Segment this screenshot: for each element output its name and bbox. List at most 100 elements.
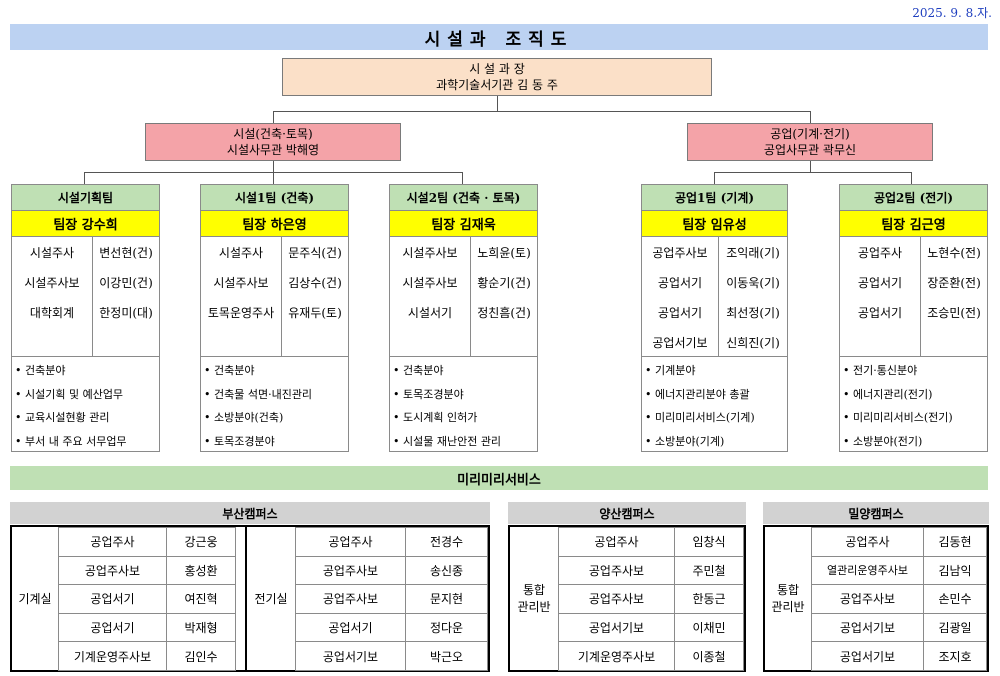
member-rank: 토목운영주사	[207, 305, 275, 320]
team-card: 공업1팀 (기계) 팀장 임유성 공업주사보 공업서기 공업서기 공업서기보 조…	[641, 184, 788, 452]
duty-item: • 건축물 석면·내진관리	[204, 387, 313, 401]
member-rank: 시설주사보	[402, 275, 458, 290]
staff-rank: 공업주사	[811, 527, 924, 557]
member-rank: 공업서기	[857, 305, 903, 320]
staff-name: 박근오	[405, 641, 488, 671]
team-members: 공업주사 공업서기 공업서기 노현수(전) 장준환(전) 조승민(전)	[840, 237, 987, 357]
member-name: 이동욱(기)	[726, 275, 780, 290]
duty-item: • 에너지관리분야 총괄	[645, 387, 750, 401]
staff-rank: 공업서기	[58, 584, 167, 614]
team-members: 시설주사 시설주사보 대학회계 변선현(건) 이강민(건) 한정미(대)	[12, 237, 159, 357]
date-label: 2025. 9. 8.자.	[912, 6, 992, 20]
staff-name: 홍성환	[166, 555, 236, 586]
member-divider	[718, 237, 719, 357]
member-name: 노현수(전)	[927, 245, 981, 260]
staff-rank: 공업주사보	[295, 555, 406, 586]
staff-name: 주민철	[674, 555, 744, 586]
member-name: 문주식(건)	[288, 245, 342, 260]
group-label-line: 관리반	[771, 599, 805, 614]
team-name: 공업2팀 (전기)	[840, 185, 987, 211]
staff-rank: 기계운영주사보	[558, 641, 675, 671]
staff-rank: 공업서기보	[811, 641, 924, 671]
member-rank: 시설주사보	[402, 245, 458, 260]
campus-name: 양산캠퍼스	[508, 502, 746, 524]
duty-item: • 시설물 재난안전 관리	[393, 434, 502, 448]
staff-name: 김광일	[923, 612, 987, 643]
member-name: 신희진(기)	[726, 335, 780, 350]
member-rank: 시설주사보	[24, 275, 80, 290]
staff-name: 박재형	[166, 612, 236, 643]
group-divider	[245, 527, 247, 670]
duty-item: • 교육시설현황 관리	[15, 411, 110, 424]
member-name: 유재두(토)	[288, 305, 342, 320]
member-rank: 공업서기	[657, 275, 703, 290]
duty-item: • 건축분야	[15, 364, 66, 377]
duty-item: • 미리미리서비스(기계)	[645, 411, 755, 424]
connector-team2	[273, 172, 274, 184]
division-manager: 시설사무관 박해영	[226, 143, 320, 157]
division-title: 공업(기계·전기)	[770, 127, 850, 141]
member-name: 이강민(건)	[99, 275, 153, 290]
staff-rank: 공업서기보	[295, 641, 406, 671]
member-rank: 공업서기	[657, 305, 703, 320]
connector-team4	[714, 172, 715, 184]
group-label: 기계실	[18, 592, 52, 606]
team-name: 공업1팀 (기계)	[642, 185, 787, 211]
staff-name: 이채민	[674, 612, 744, 643]
connector-team3	[462, 172, 463, 184]
duty-item: • 건축분야	[204, 364, 255, 377]
chief-title: 시 설 과 장	[469, 62, 525, 76]
team-members: 공업주사보 공업서기 공업서기 공업서기보 조익래(기) 이동욱(기) 최선정(…	[642, 237, 787, 357]
group-label-line: 통합	[776, 582, 800, 597]
staff-rank: 기계운영주사보	[58, 641, 167, 671]
staff-name: 김인수	[166, 641, 236, 671]
duty-item: • 도시계획 인허가	[393, 411, 478, 424]
connector-div2-down	[810, 161, 811, 173]
staff-rank: 공업주사	[558, 527, 675, 557]
member-name: 조익래(기)	[726, 245, 780, 260]
connector-team1	[84, 172, 85, 184]
duty-item: • 소방분야(기계)	[645, 434, 725, 448]
staff-name: 정다운	[405, 612, 488, 643]
team-name: 시설기획팀	[12, 185, 159, 211]
duty-item: • 시설기획 및 예산업무	[15, 387, 124, 401]
staff-rank: 공업서기보	[558, 612, 675, 643]
staff-name: 여진혁	[166, 584, 236, 614]
duty-item: • 기계분야	[645, 364, 696, 377]
group-label: 통합 관리반	[510, 527, 558, 670]
member-rank: 시설서기	[407, 305, 453, 320]
chief-box: 시 설 과 장 과학기술서기관 김 동 주	[282, 58, 712, 96]
member-name: 한정미(대)	[99, 305, 153, 320]
duty-item: • 토목조경분야	[393, 387, 464, 401]
division-facility: 시설(건축·토목) 시설사무관 박해영	[145, 123, 401, 161]
staff-name: 한동근	[674, 584, 744, 614]
chief-name: 과학기술서기관 김 동 주	[436, 78, 558, 92]
staff-rank: 공업주사보	[558, 584, 675, 614]
member-name: 김상수(건)	[288, 275, 342, 290]
division-manager: 공업사무관 곽무신	[763, 143, 857, 157]
staff-rank: 공업주사보	[295, 584, 406, 614]
connector-divisions-h	[273, 111, 811, 112]
staff-rank: 공업주사	[295, 527, 406, 557]
staff-name: 조지호	[923, 641, 987, 671]
team-lead: 팀장 김재욱	[390, 211, 537, 237]
group-label-line: 관리반	[517, 599, 551, 614]
team-card: 공업2팀 (전기) 팀장 김근영 공업주사 공업서기 공업서기 노현수(전) 장…	[839, 184, 988, 452]
staff-rank: 공업서기	[295, 612, 406, 643]
team-name: 시설2팀 (건축 · 토목)	[390, 185, 537, 211]
